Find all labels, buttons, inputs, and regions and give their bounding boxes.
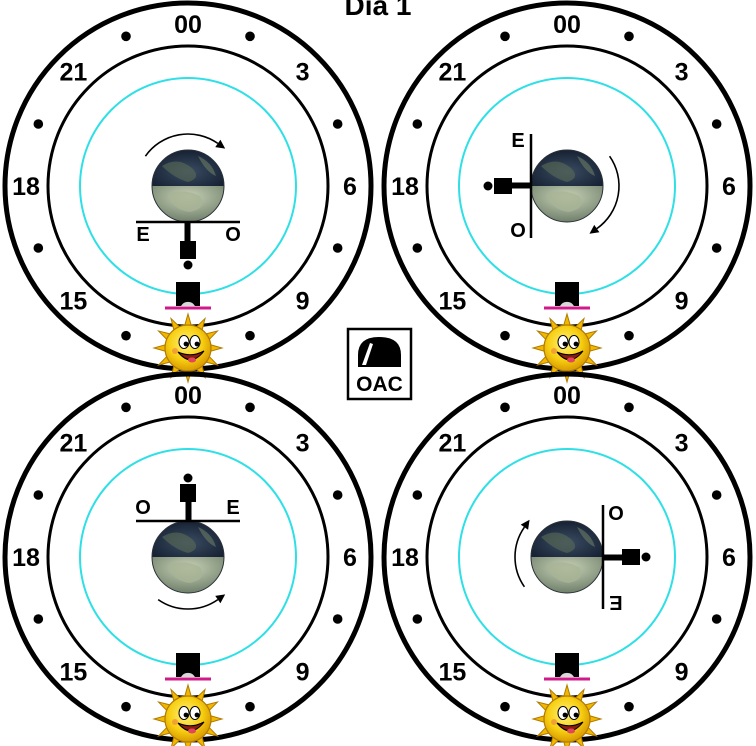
hour-label-6: 6 (722, 173, 736, 201)
page-title: Dia 1 (344, 0, 412, 21)
rotation-arrow-icon (589, 155, 620, 234)
hour-label-9: 9 (296, 288, 310, 316)
hour-label-18: 18 (391, 173, 419, 201)
hour-dot (121, 402, 131, 413)
moon-icon (165, 653, 211, 681)
west-label: O (510, 220, 526, 242)
observer-icon: OE (483, 130, 533, 242)
hour-dot (412, 614, 423, 624)
hour-label-21: 21 (439, 58, 467, 86)
hour-dot (33, 490, 44, 500)
hour-dot (332, 490, 343, 500)
hour-label-9: 9 (675, 288, 689, 316)
hour-label-21: 21 (439, 429, 467, 457)
hour-dot (245, 402, 255, 413)
hour-label-15: 15 (439, 659, 467, 687)
west-label: O (608, 501, 624, 523)
hour-label-6: 6 (343, 544, 357, 572)
hour-dot (33, 614, 44, 624)
hour-dot (412, 490, 423, 500)
hour-label-3: 3 (675, 429, 689, 457)
hour-label-21: 21 (60, 58, 88, 86)
hour-label-00: 00 (174, 11, 202, 39)
hour-dot (624, 701, 634, 712)
hour-label-15: 15 (439, 288, 467, 316)
hour-dot (624, 31, 634, 42)
sun-icon (531, 683, 603, 746)
hour-dot (624, 330, 634, 341)
hour-label-21: 21 (60, 429, 88, 457)
hour-dot (412, 243, 423, 253)
hour-dot (245, 330, 255, 341)
hour-dot (500, 31, 510, 42)
moon-icon (544, 653, 590, 681)
east-label: E (609, 591, 622, 613)
rotation-arrow-icon (157, 594, 226, 610)
logo-label: OAC (356, 373, 403, 396)
earth-icon (530, 520, 604, 594)
rotation-arrow-icon (514, 519, 530, 588)
hour-label-6: 6 (722, 544, 736, 572)
hour-label-18: 18 (391, 544, 419, 572)
hour-label-00: 00 (553, 382, 581, 410)
hour-dot (332, 243, 343, 253)
hour-dot (121, 701, 131, 712)
sun-icon (152, 683, 224, 746)
hour-dot (332, 614, 343, 624)
hour-label-3: 3 (296, 58, 310, 86)
hour-dot (500, 330, 510, 341)
hour-dot (33, 119, 44, 129)
hour-dot (121, 330, 131, 341)
hour-label-18: 18 (12, 173, 40, 201)
hour-dot (245, 701, 255, 712)
hour-label-18: 18 (12, 544, 40, 572)
west-label: O (225, 224, 241, 246)
hour-label-3: 3 (675, 58, 689, 86)
east-label: E (226, 497, 239, 519)
hour-dot (711, 490, 722, 500)
hour-label-9: 9 (296, 659, 310, 687)
hour-dot (412, 119, 423, 129)
hour-dot (500, 701, 510, 712)
earth-icon (151, 520, 225, 594)
hour-dot (332, 119, 343, 129)
earth-icon (151, 149, 225, 223)
east-label: E (136, 224, 149, 246)
observer-icon: OE (601, 501, 651, 613)
hour-dot (711, 119, 722, 129)
hour-dot (245, 31, 255, 42)
hour-label-9: 9 (675, 659, 689, 687)
earth-icon (530, 149, 604, 223)
hour-dot (500, 402, 510, 413)
oac-logo-icon: OAC (346, 327, 413, 401)
hour-dot (711, 614, 722, 624)
hour-label-00: 00 (174, 382, 202, 410)
hour-label-15: 15 (60, 659, 88, 687)
hour-label-6: 6 (343, 173, 357, 201)
hour-dot (33, 243, 44, 253)
hour-dot (624, 402, 634, 413)
observer-icon: OE (136, 220, 241, 270)
hour-label-3: 3 (296, 429, 310, 457)
moon-icon (544, 282, 590, 310)
hour-dot (121, 31, 131, 42)
west-label: O (135, 497, 151, 519)
moon-icon (165, 282, 211, 310)
hour-label-15: 15 (60, 288, 88, 316)
east-label: E (511, 130, 524, 152)
hour-label-00: 00 (553, 11, 581, 39)
hour-dot (711, 243, 722, 253)
rotation-arrow-icon (144, 133, 226, 157)
